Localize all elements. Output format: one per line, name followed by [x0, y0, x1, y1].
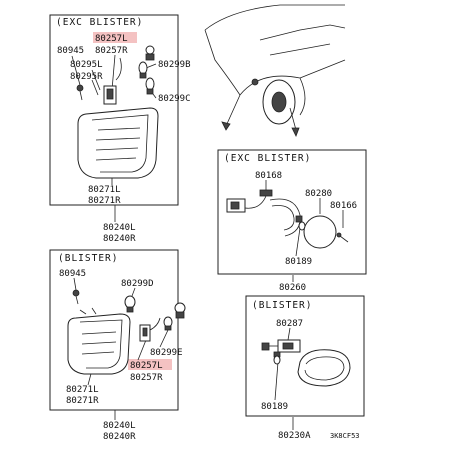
label-80287: 80287 [276, 319, 303, 329]
screw-80166-icon [336, 232, 349, 243]
lamp-socket-ring-icon [269, 198, 301, 237]
bottom-right-panel: (BLISTER) 80287 80189 80230A 3K8CF53 [245, 295, 365, 441]
highlight-80257L-top [93, 32, 137, 43]
connector-80287-icon [261, 339, 301, 353]
socket-80295-icon [103, 57, 122, 105]
mid-right-panel: (EXC BLISTER) 80168 80280 80166 80189 80… [217, 149, 367, 293]
label-80945-top: 80945 [57, 46, 84, 56]
vehicle-outline-icon [204, 4, 346, 137]
label-80271L-top: 80271L [88, 185, 121, 195]
leader-80257-bottom [137, 339, 147, 361]
leader-80299E [159, 329, 169, 348]
label-80189-mid: 80189 [285, 257, 312, 267]
top-left-frame [49, 14, 179, 206]
corner-lamp-bottom-icon [67, 307, 131, 375]
label-80295L: 80295L [70, 60, 103, 70]
socket-80257-bottom-icon [139, 317, 161, 342]
top-left-header: (EXC BLISTER) [56, 17, 143, 28]
label-80271R-bottom: 80271R [66, 396, 99, 406]
leader-80295L [91, 69, 101, 91]
label-80299D: 80299D [121, 279, 154, 289]
bottom-left-frame [49, 249, 179, 411]
diagram-code: 3K8CF53 [330, 432, 360, 440]
bottom-right-frame [245, 295, 365, 417]
label-80260: 80260 [279, 283, 306, 293]
bottom-left-panel: (BLISTER) 80945 80299D 80299E 80257L 802… [49, 249, 186, 442]
label-80271R-top: 80271R [88, 196, 121, 206]
bottom-right-header: (BLISTER) [252, 300, 312, 311]
screw-80945-bottom-icon [72, 289, 80, 305]
leader-80189-mid [295, 227, 301, 257]
label-80280: 80280 [305, 189, 332, 199]
bulb-80189-mid-icon [295, 215, 306, 231]
side-marker-lamp-icon [297, 349, 351, 387]
bulb-80299B-icon [138, 45, 155, 79]
label-80257R-top: 80257R [95, 46, 128, 56]
bulb-80299E-icon [163, 302, 186, 331]
bulb-80189-bottom-icon [273, 351, 281, 365]
corner-lamp-top-icon [77, 107, 159, 179]
label-80295R: 80295R [70, 72, 103, 82]
label-80257L-top: 80257L [95, 34, 128, 44]
leader-80295R [91, 79, 99, 96]
label-80230A: 80230A [278, 431, 311, 441]
screw-80945-top-icon [76, 84, 84, 101]
top-left-panel: (EXC BLISTER) 80257L 80257R 80945 80295L… [49, 14, 191, 244]
label-80240R-bottom: 80240R [103, 432, 136, 442]
leader-80299B [145, 63, 157, 69]
label-80240R-top: 80240R [103, 234, 136, 244]
leader-80287 [287, 327, 291, 341]
side-marker-lens-icon [303, 215, 337, 249]
leader-80945-top [71, 55, 81, 86]
bulb-80299D-icon [124, 295, 136, 313]
label-80257L-bottom: 80257L [130, 361, 163, 371]
label-80240L-top: 80240L [103, 223, 136, 233]
label-80299E: 80299E [150, 348, 183, 358]
mid-right-header: (EXC BLISTER) [224, 153, 311, 164]
leader-80189-bottom [274, 361, 279, 401]
label-80271L-bottom: 80271L [66, 385, 99, 395]
highlight-80257L-bottom [128, 359, 172, 370]
label-80189-bottom: 80189 [261, 402, 288, 412]
label-80168: 80168 [255, 171, 282, 181]
label-80257R-bottom: 80257R [130, 373, 163, 383]
wire-harness-icon [226, 189, 273, 213]
label-80299C: 80299C [158, 94, 191, 104]
label-80240L-bottom: 80240L [103, 421, 136, 431]
label-80166: 80166 [330, 201, 357, 211]
label-80299B: 80299B [158, 60, 191, 70]
mid-right-frame [217, 149, 367, 275]
leader-80299D [131, 287, 136, 297]
side-marker-location-icon [251, 78, 259, 86]
bottom-left-header: (BLISTER) [58, 253, 118, 264]
leader-80945-bottom [73, 277, 77, 291]
label-80945-bottom: 80945 [59, 269, 86, 279]
leader-80257-top [111, 54, 116, 91]
bulb-80299C-icon [145, 77, 155, 95]
